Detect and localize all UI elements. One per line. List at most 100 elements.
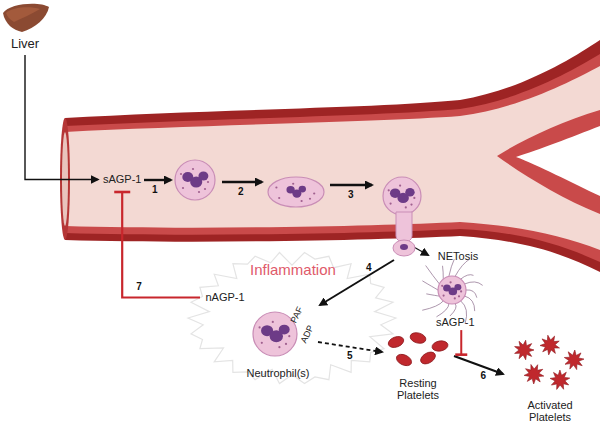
cell-granule — [441, 285, 443, 287]
process-label: NETosis — [432, 250, 484, 264]
activated-platelet — [550, 370, 570, 389]
cell-granule — [458, 295, 460, 297]
vessel-fork — [516, 126, 600, 196]
resting-platelet — [395, 352, 414, 368]
step-arrow — [330, 184, 372, 186]
cell-transmigrating — [393, 240, 415, 256]
cell-granule — [313, 192, 315, 194]
cell-nucleus — [454, 284, 461, 290]
node-text: Neutrophil(s) — [247, 367, 310, 380]
net-strand — [466, 290, 477, 298]
cell-group: Resting Platelets — [384, 330, 452, 402]
callout-number: 2 — [238, 186, 244, 197]
callout-number: 3 — [348, 189, 354, 200]
net-strand — [436, 304, 448, 317]
cell-granule — [275, 186, 277, 188]
net-strand — [461, 275, 474, 279]
cell-granule — [261, 342, 263, 344]
cell-granule — [207, 181, 209, 183]
node-text: Liver — [11, 37, 39, 52]
resting-platelet — [431, 340, 448, 353]
net-strand — [450, 304, 456, 316]
node-text: Activated Platelets — [505, 399, 595, 424]
cell-granule — [454, 297, 456, 299]
callout-number: 5 — [347, 350, 353, 361]
callout-number: 6 — [481, 370, 487, 381]
callout-number: 7 — [136, 281, 142, 292]
activated-platelet — [540, 335, 560, 355]
cell-granule — [405, 206, 407, 208]
cell-granule — [450, 281, 452, 283]
cell-granule — [288, 335, 290, 337]
cell-nucleus — [405, 188, 414, 197]
callout-number: 1 — [152, 184, 158, 195]
liver-icon — [3, 4, 49, 32]
inhibition-line — [122, 192, 200, 298]
cell-granule — [301, 200, 303, 202]
cell-granule — [399, 184, 401, 186]
cell-body — [383, 177, 421, 215]
net-strand — [442, 266, 444, 279]
cell-granule — [180, 173, 182, 175]
connector-arrow — [454, 356, 503, 374]
step-arrow — [222, 181, 262, 183]
inhibition-line — [460, 330, 462, 355]
net-strand — [426, 265, 440, 283]
cell-nucleus — [198, 172, 208, 181]
neutrophil-cell — [438, 276, 466, 304]
cell-granule — [278, 197, 280, 199]
cell-granule — [410, 203, 412, 205]
node-text: sAGP-1 — [103, 173, 142, 186]
cell-granule — [443, 295, 445, 297]
resting-platelet — [419, 350, 438, 367]
cell-granule — [204, 188, 206, 190]
cell-granule — [292, 183, 294, 185]
inhibition-bar — [114, 191, 130, 194]
cell-body — [175, 160, 215, 200]
cell-nucleus — [279, 325, 290, 335]
vessel-lumen — [65, 66, 600, 250]
region-label: Inflammation — [250, 262, 336, 279]
resting-platelet — [409, 331, 427, 345]
inhibition-bar — [455, 353, 467, 356]
molecule-label: sAGP-1 — [436, 316, 475, 328]
connector-arrow — [25, 55, 98, 180]
liver-lobe — [6, 7, 40, 22]
callout-number: 4 — [366, 262, 372, 273]
net-strand — [465, 282, 483, 285]
cell-granule — [309, 198, 311, 200]
cell-granule — [272, 321, 274, 323]
step-arrow — [144, 179, 171, 181]
cell-granule — [413, 197, 415, 199]
activated-platelet — [524, 365, 544, 385]
node-text: nAGP-1 — [205, 291, 244, 304]
neutrophil-cell — [383, 177, 421, 215]
cell-group: Neutrophil(s) — [240, 310, 316, 380]
vessel-wall-inner — [65, 54, 600, 262]
net-strand — [426, 294, 439, 296]
neutrophil-cell — [268, 177, 324, 207]
cell-granule — [198, 191, 200, 193]
activated-platelet — [564, 350, 584, 370]
vessel-wall — [65, 40, 600, 272]
molecule-label: nAGP-1 — [203, 290, 247, 305]
node-text: Resting Platelets — [384, 377, 452, 402]
cell-granule — [388, 189, 390, 191]
cell-group: Activated Platelets — [505, 336, 595, 424]
cell-nucleus — [400, 244, 408, 250]
resting-platelet — [387, 335, 405, 350]
cell-granule — [192, 168, 194, 170]
organ-label: Liver — [4, 36, 46, 53]
cell-granule — [390, 203, 392, 205]
cell-neck — [396, 212, 412, 242]
node-text: NETosis — [438, 250, 478, 263]
cell-granule — [259, 326, 261, 328]
cell-granule — [460, 290, 462, 292]
activated-platelet — [515, 340, 534, 360]
net-strand — [422, 281, 438, 290]
cell-granule — [278, 346, 280, 348]
inflammation-burst — [188, 253, 396, 384]
cell-granule — [285, 343, 287, 345]
